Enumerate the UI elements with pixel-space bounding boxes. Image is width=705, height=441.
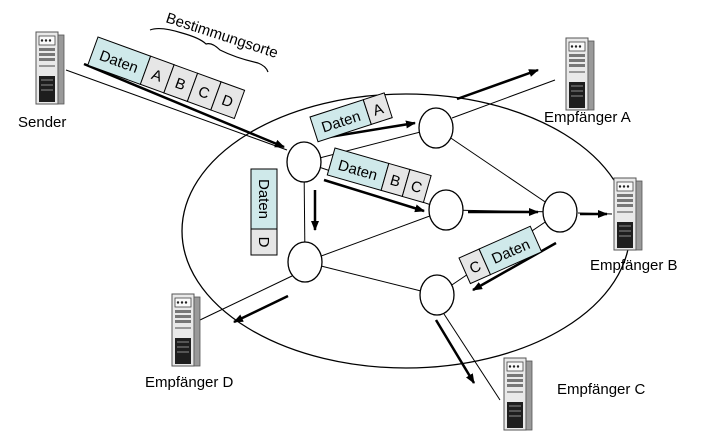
packet-dest-label: D — [255, 237, 272, 248]
packet-to-bc: Daten B C — [326, 147, 432, 204]
label-receiver-d: Empfänger D — [145, 374, 234, 391]
arrow-to-router-c — [472, 241, 557, 292]
packet-dest-label: A — [371, 100, 386, 119]
label-sender: Sender — [18, 114, 66, 131]
label-receiver-b: Empfänger B — [590, 257, 678, 274]
label-receiver-c: Empfänger C — [557, 381, 646, 398]
packet-dest-label: C — [409, 178, 424, 197]
router-node-icon — [419, 274, 455, 316]
router-node-icon — [428, 189, 464, 231]
arrow-to-receiver-c — [434, 319, 476, 384]
access-links — [65, 69, 613, 401]
receiver-c-server-icon — [503, 357, 533, 431]
router-node-icon — [286, 141, 322, 183]
label-destinations: Bestimmungsorte — [164, 10, 280, 62]
packet-to-c: C Daten — [458, 225, 543, 285]
label-receiver-a: Empfänger A — [544, 109, 631, 126]
receiver-b-server-icon — [613, 177, 643, 251]
arrow-to-receiver-d — [233, 294, 289, 324]
receiver-a-server-icon — [565, 37, 595, 111]
packet-to-d: Daten D — [250, 168, 278, 256]
router-node-icon — [418, 107, 454, 149]
arrow-to-router-bc — [323, 178, 425, 213]
packet-dest-label: B — [388, 172, 402, 191]
packet-data-label: Daten — [255, 179, 272, 219]
router-node-icon — [287, 241, 323, 283]
arrow-sender-to-router — [83, 62, 285, 149]
sender-server-icon — [35, 31, 65, 105]
arrow-to-receiver-a — [456, 68, 539, 101]
router-node-icon — [542, 191, 578, 233]
receiver-d-server-icon — [171, 293, 201, 367]
destinations-brace — [149, 27, 269, 73]
routers — [286, 107, 578, 316]
packet-initial: Daten A B C D — [87, 36, 246, 120]
multicast-arrows — [83, 62, 608, 384]
